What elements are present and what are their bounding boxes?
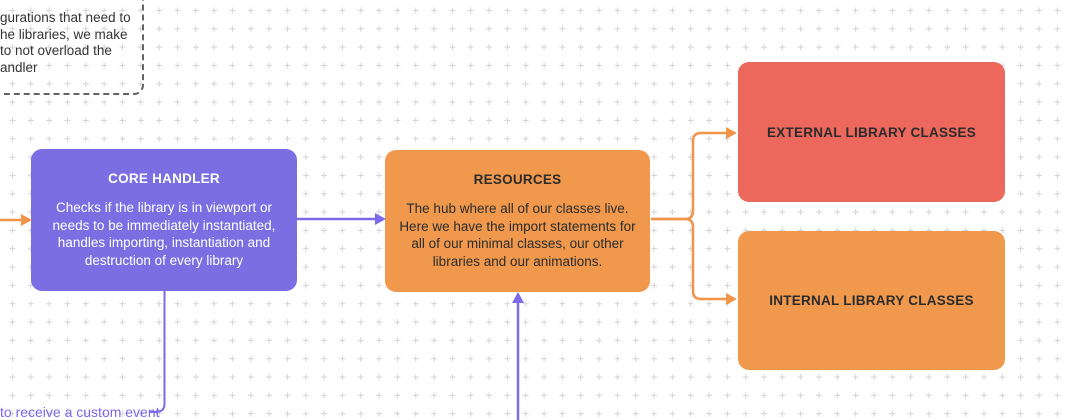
node-internal-library-classes[interactable]: INTERNAL LIBRARY CLASSES	[738, 231, 1005, 370]
node-resources[interactable]: RESOURCES The hub where all of our class…	[385, 150, 650, 292]
node-resources-title: RESOURCES	[473, 172, 562, 187]
node-core-handler-title: CORE HANDLER	[108, 171, 220, 186]
node-internal-library-classes-title: INTERNAL LIBRARY CLASSES	[769, 293, 974, 308]
node-external-library-classes[interactable]: EXTERNAL LIBRARY CLASSES	[738, 62, 1005, 202]
annotation-note-text: gurations that need to he libraries, we …	[0, 10, 131, 75]
node-resources-body: The hub where all of our classes live. H…	[399, 201, 636, 269]
node-external-library-classes-title: EXTERNAL LIBRARY CLASSES	[766, 124, 977, 140]
node-core-handler[interactable]: CORE HANDLER Checks if the library is in…	[31, 149, 297, 291]
annotation-note-box[interactable]: gurations that need to he libraries, we …	[0, 0, 144, 95]
node-core-handler-body: Checks if the library is in viewport or …	[52, 200, 276, 268]
edge-label-custom-event[interactable]: to receive a custom event	[0, 404, 160, 420]
